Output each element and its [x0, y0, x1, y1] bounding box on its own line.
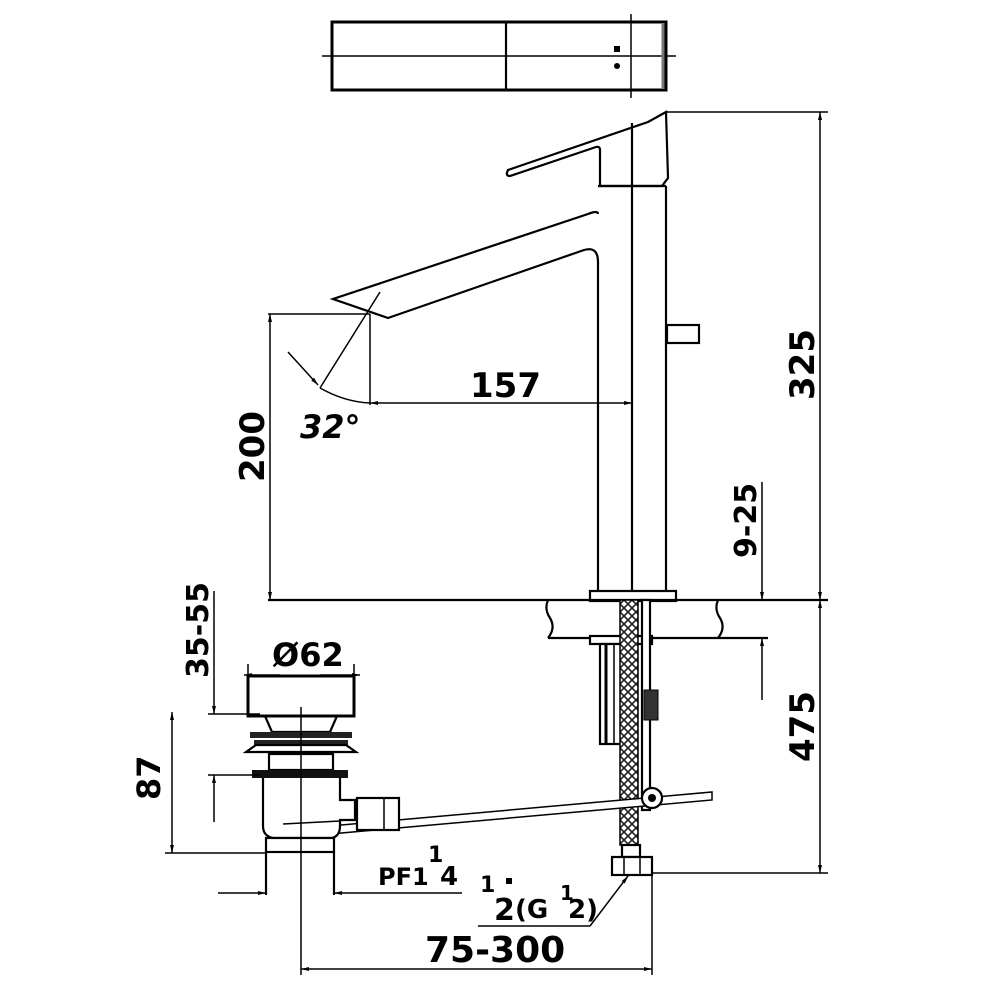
- svg-text:2): 2): [568, 895, 598, 925]
- countertop: [268, 598, 828, 640]
- svg-text:4: 4: [440, 862, 458, 892]
- label-center-distance: 75-300: [425, 930, 565, 971]
- svg-text:1: 1: [480, 873, 495, 898]
- indicator-cold-icon: [614, 63, 620, 69]
- hose-nut: [610, 855, 654, 877]
- svg-text:1: 1: [428, 843, 443, 868]
- rod-clamp: [643, 689, 659, 721]
- label-deck-thickness: 9-25: [729, 483, 764, 558]
- under-deck-hardware: [329, 598, 713, 877]
- dimension-labels: 157 32° 200 325 9-25 475 Ø62 35-55 87 1 …: [130, 329, 823, 971]
- spout-angle-construction: [268, 291, 381, 405]
- label-inlet-thread: 1 2 (G 1 2): [480, 873, 598, 928]
- svg-text:(G: (G: [515, 895, 548, 925]
- pop-up-waste: [242, 674, 401, 975]
- label-waste-thread-range: 35-55: [181, 582, 216, 678]
- label-waste-thread: 1 PF1 4: [378, 843, 458, 892]
- top-view: [322, 14, 676, 98]
- label-spout-height: 200: [233, 411, 273, 482]
- label-total-height: 325: [783, 329, 823, 400]
- threaded-shank: [598, 642, 624, 746]
- label-flange-diameter: Ø62: [272, 636, 344, 674]
- lever-handle: [505, 110, 670, 188]
- label-spout-angle: 32°: [300, 408, 361, 446]
- waste-lever-nut: [355, 796, 401, 832]
- pop-up-knob: [665, 323, 701, 345]
- label-spout-reach: 157: [470, 366, 541, 406]
- svg-text:1: 1: [560, 881, 574, 905]
- label-waste-body-height: 87: [130, 755, 168, 800]
- svg-text:PF1: PF1: [378, 863, 429, 891]
- faucet-body: [329, 110, 701, 603]
- dimension-lines: [165, 111, 828, 975]
- svg-text:2: 2: [494, 893, 515, 928]
- label-hose-length: 475: [783, 691, 823, 762]
- indicator-hot-icon: [614, 46, 620, 52]
